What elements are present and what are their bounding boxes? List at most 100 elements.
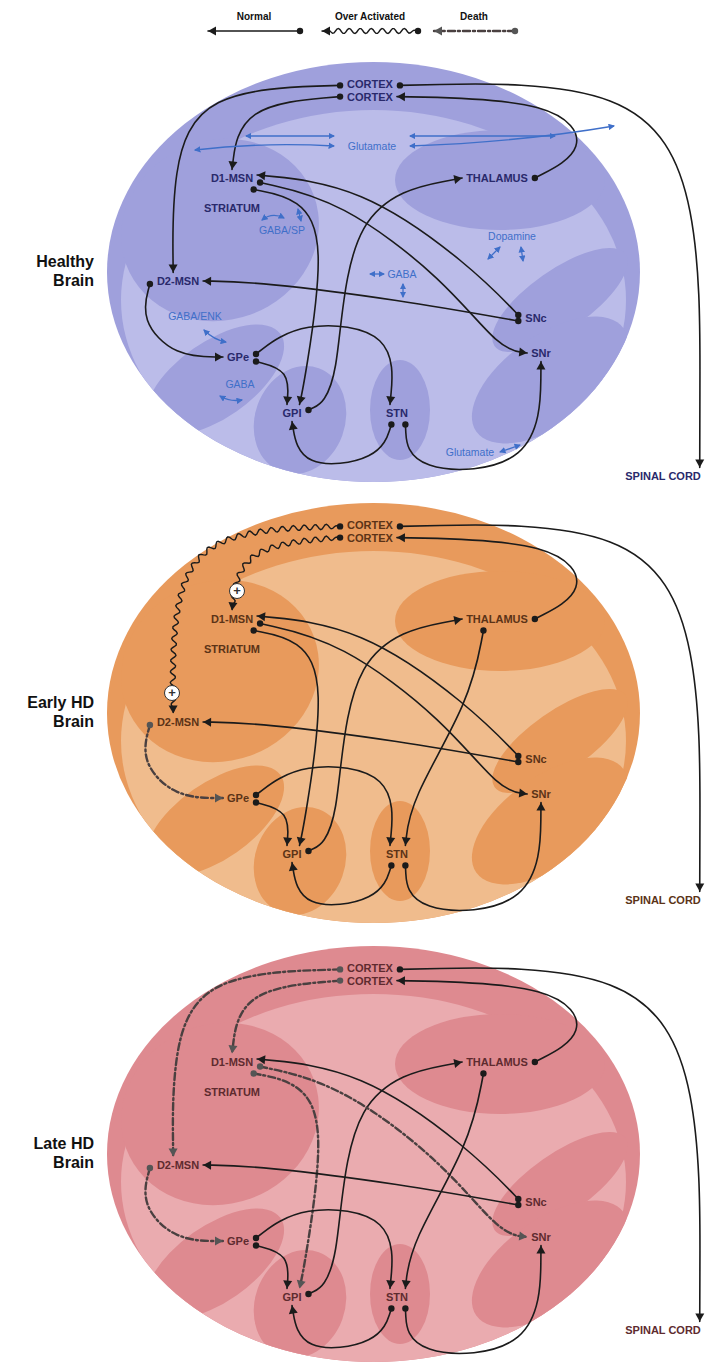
arrow-head (229, 161, 238, 169)
connector-line (400, 968, 700, 1322)
nucleus-name: THALAMUS (466, 613, 528, 626)
glutamate-arrow (246, 135, 334, 136)
terminal-dot (305, 1291, 311, 1297)
nucleus-name: D2-MSN (157, 1159, 199, 1172)
terminal-dot (305, 848, 311, 854)
pathway-connector (229, 534, 344, 610)
nucleus-node: STN (383, 406, 411, 421)
panel-title-box: Late HD Brain (6, 1134, 94, 1172)
terminal-dot (297, 28, 303, 34)
connector-line (256, 362, 288, 405)
glutamate-arrow (195, 145, 334, 150)
arrow-head (519, 348, 527, 357)
excitation-mark: + (229, 583, 245, 599)
connector-line (203, 1165, 518, 1205)
legend-text: Death (460, 11, 488, 22)
connector-line (208, 30, 300, 32)
arrow-head (215, 1237, 223, 1246)
glutamate-arrow (410, 126, 614, 146)
connector-line (257, 616, 518, 756)
arrow-head (536, 803, 545, 811)
dopamine-arrow (488, 247, 500, 259)
nucleus-name: D1-MSN (211, 172, 253, 185)
arrow-head (397, 92, 405, 101)
terminal-dot (402, 862, 408, 868)
nucleus-name: THALAMUS (466, 1056, 528, 1069)
nucleus-node: D2-MSN (154, 1158, 202, 1173)
terminal-dot (250, 1070, 256, 1076)
connector-line (405, 362, 541, 470)
nucleus-node: D2-MSN (154, 715, 202, 730)
terminal-dot (250, 627, 256, 633)
panel-title: Early HD Brain (6, 693, 94, 731)
terminal-dot (388, 421, 394, 427)
arrow-head (169, 264, 178, 272)
connector-line (308, 619, 462, 851)
arrow-head (257, 1055, 265, 1064)
pathway-connector (305, 616, 462, 854)
connector-line (308, 178, 462, 410)
transmitter-label: GABA (387, 268, 416, 280)
brain-nucleus-region (395, 1014, 605, 1114)
panel-title: Late HD Brain (6, 1134, 94, 1172)
brain-region: Healthy BrainCORTEXCORTEXD1-MSNTHALAMUSD… (107, 62, 640, 482)
legend-sample (322, 27, 421, 36)
terminal-dot (515, 1196, 521, 1202)
arrow-head (203, 277, 211, 286)
arrow-head (289, 1306, 298, 1315)
arrow-head (402, 837, 411, 845)
terminal-dot (402, 421, 408, 427)
nucleus-node: THALAMUS (463, 1055, 531, 1070)
nucleus-name: SNc (525, 312, 546, 325)
connector-line (254, 631, 319, 846)
brain-outline (107, 946, 640, 1362)
terminal-dot (515, 759, 521, 765)
nucleus-name: STN (386, 1291, 408, 1304)
terminal-dot (388, 862, 394, 868)
nucleus-node: SNr (528, 787, 554, 802)
brain-region: Late HD BrainCORTEXCORTEXD1-MSNTHALAMUSD… (107, 946, 640, 1362)
pathway-connector (397, 976, 577, 1065)
terminal-dot (250, 186, 256, 192)
nucleus-node: SNc (522, 1195, 549, 1210)
brain-nucleus-region (450, 292, 640, 469)
arrow-head (695, 883, 704, 891)
terminal-dot (532, 1059, 538, 1065)
pathway-connector (289, 1305, 395, 1347)
arrow-head (453, 175, 462, 184)
pathway-connector (250, 1070, 318, 1288)
nucleus-name: GPe (227, 351, 249, 364)
terminal-dot (388, 1305, 394, 1311)
pathway-connector (289, 421, 395, 463)
arrow-head (386, 837, 395, 845)
pathway-connector (402, 803, 545, 911)
nucleus-node: GPe (224, 350, 252, 365)
arrow-head (297, 837, 306, 846)
nucleus-node: GPe (224, 1234, 252, 1249)
pathway-connector (145, 1165, 223, 1246)
connector-line (260, 183, 527, 354)
arrow-head (215, 794, 223, 803)
nucleus-name: GPI (283, 848, 302, 861)
nucleus-node: STN (383, 1290, 411, 1305)
connector-line (292, 422, 391, 464)
nucleus-name: CORTEX (347, 91, 393, 104)
brain-outline (107, 62, 640, 482)
terminal-dot (337, 534, 343, 540)
connector-line (292, 1306, 391, 1348)
connector-line (232, 981, 340, 1054)
nucleus-node: GPI (280, 406, 305, 421)
connector-line (170, 524, 340, 712)
pathway-connector (397, 966, 705, 1321)
terminal-dot (253, 358, 259, 364)
nucleus-name: GPI (283, 1291, 302, 1304)
connector-line (231, 536, 340, 609)
region-label: STRIATUM (204, 643, 260, 655)
nucleus-node: SNr (528, 346, 554, 361)
gaba-arrow (220, 396, 242, 401)
nucleus-node: CORTEXCORTEX (344, 77, 396, 105)
connector-line (232, 97, 340, 170)
connector-line (256, 767, 392, 846)
region-label: STRIATUM (204, 1086, 260, 1098)
